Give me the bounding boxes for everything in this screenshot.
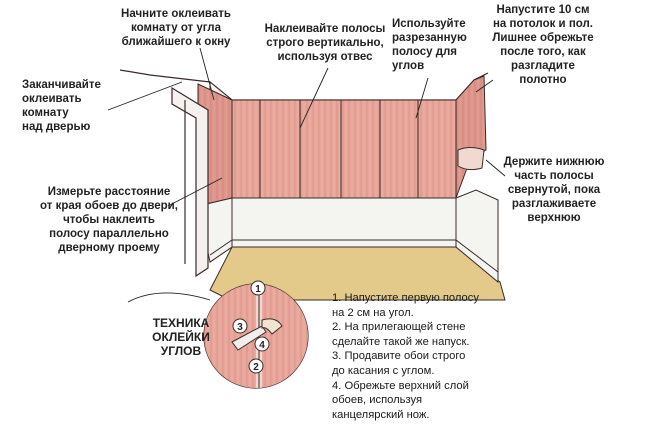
technique-title: ТЕХНИКА ОКЛЕЙКИ УГЛОВ bbox=[152, 316, 210, 358]
strip-seams bbox=[259, 100, 419, 198]
technique-markers: 1 2 3 4 bbox=[232, 280, 270, 374]
label-hold-lower: Держите нижнюю часть полосы свернутой, п… bbox=[503, 156, 605, 224]
label-overlap: Напустите 10 см на потолок и пол. Лишнее… bbox=[492, 4, 594, 86]
right-wall-strip bbox=[455, 75, 487, 199]
marker-1: 1 bbox=[255, 284, 261, 295]
rolled-strip-end bbox=[457, 147, 485, 171]
marker-3: 3 bbox=[237, 322, 243, 333]
technique-steps: 1. Напустите первую полосу на 2 см на уг… bbox=[332, 292, 479, 421]
door-frame bbox=[171, 86, 209, 278]
leader-lines bbox=[107, 47, 506, 303]
baseboard bbox=[209, 239, 499, 273]
marker-2: 2 bbox=[253, 362, 259, 373]
corner-technique-detail bbox=[203, 283, 309, 389]
back-wall-paper bbox=[231, 99, 457, 199]
roller-icon bbox=[261, 318, 283, 335]
right-lower-wall bbox=[455, 189, 499, 284]
label-start-corner: Начните оклеивать комнату от угла ближай… bbox=[121, 8, 231, 48]
label-vertical: Наклеивайте полосы строго вертикально, и… bbox=[264, 23, 386, 63]
label-measure: Измерьте расстояние от края обоев до две… bbox=[40, 186, 178, 254]
label-finish-door: Заканчивайте оклеивать комнату над дверь… bbox=[22, 79, 101, 133]
marker-4: 4 bbox=[259, 340, 265, 351]
label-cut-strip: Используйте разрезанную полосу для углов bbox=[392, 18, 467, 72]
knife-icon bbox=[231, 325, 267, 351]
